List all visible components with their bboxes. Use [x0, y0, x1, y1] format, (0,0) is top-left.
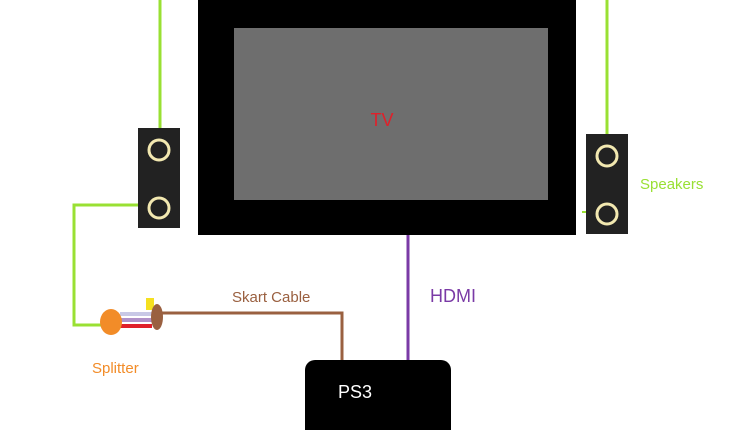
right-speaker: [586, 134, 628, 234]
tv-screen: [234, 28, 548, 200]
ps3-label: PS3: [338, 382, 372, 402]
skart-cable-label: Skart Cable: [232, 289, 310, 306]
ps3-console: [305, 360, 451, 430]
right-speaker-jack-top: [595, 144, 619, 168]
splitter-white-lead: [120, 312, 152, 316]
speakers-label: Speakers: [640, 176, 703, 193]
splitter-yellow-lead: [146, 298, 154, 310]
splitter-body: [100, 309, 122, 335]
left-speaker-jack-top: [147, 138, 171, 162]
left-speaker-to-splitter-wire: [72, 203, 140, 327]
splitter: [100, 298, 163, 335]
splitter-red-lead: [120, 324, 152, 328]
right-speaker-jack-bottom: [595, 202, 619, 226]
splitter-violet-lead: [120, 318, 152, 322]
tv-label: TV: [370, 110, 393, 130]
skart-cable: [160, 311, 344, 362]
hdmi-label: HDMI: [430, 286, 476, 306]
splitter-connector: [151, 304, 163, 330]
left-speaker: [138, 128, 180, 228]
splitter-label: Splitter: [92, 360, 139, 377]
left-speaker-jack-bottom: [147, 196, 171, 220]
